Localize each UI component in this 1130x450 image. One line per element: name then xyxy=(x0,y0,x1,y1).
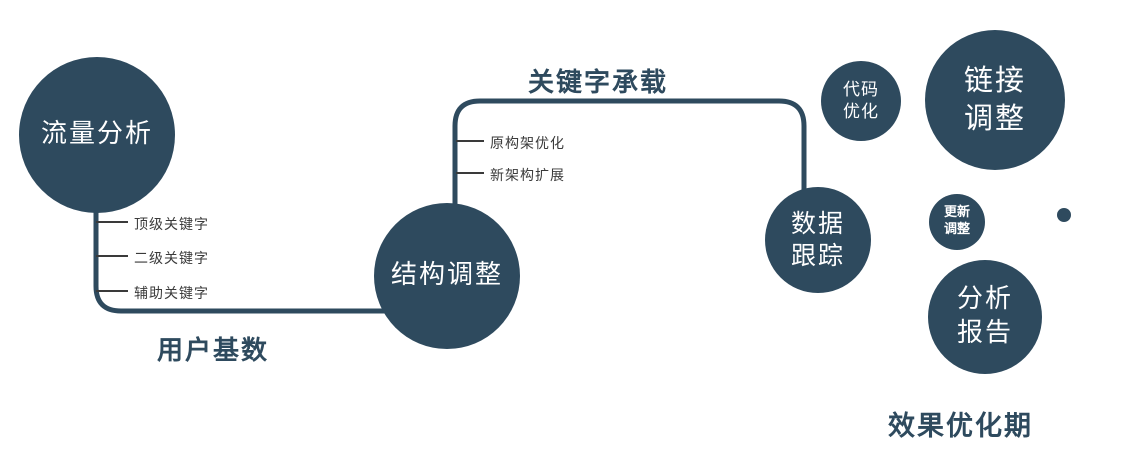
tick-label-top-keywords: 顶级关键字 xyxy=(134,217,209,233)
tick-label-second-keywords: 二级关键字 xyxy=(134,251,209,267)
node-analysis-report: 分析 报告 xyxy=(928,260,1042,374)
node-structure-adjustment: 结构调整 xyxy=(374,203,520,349)
edge-label-user-base: 用户基数 xyxy=(157,336,270,366)
node-link-adjustment: 链接 调整 xyxy=(925,30,1065,170)
edge-label-keyword-carry: 关键字承载 xyxy=(528,68,669,98)
connector-keyword-carry-path xyxy=(452,98,807,208)
node-data-tracking: 数据 跟踪 xyxy=(765,187,871,293)
node-code-optimization: 代码 优化 xyxy=(821,61,901,141)
node-traffic-analysis: 流量分析 xyxy=(19,57,175,213)
tick-label-original-arch-optimization: 原构架优化 xyxy=(490,136,565,152)
dot-marker xyxy=(1057,208,1071,222)
tick-label-new-arch-expansion: 新架构扩展 xyxy=(490,168,565,184)
tick-label-auxiliary-keywords: 辅助关键字 xyxy=(134,286,209,302)
node-update-adjustment: 更新 调整 xyxy=(929,194,985,250)
caption-effect-optimization: 效果优化期 xyxy=(888,411,1033,442)
